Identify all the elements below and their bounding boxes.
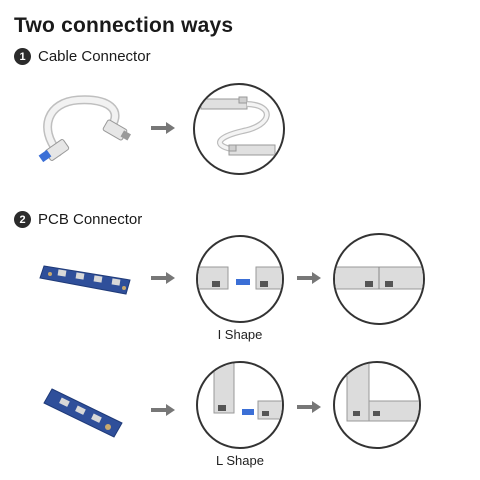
arrow-right-icon	[150, 271, 176, 285]
step-label: Cable Connector	[38, 48, 151, 65]
caption-l-shape: L Shape	[216, 453, 264, 468]
step-label: PCB Connector	[38, 211, 143, 228]
arrow-right-icon	[150, 403, 176, 417]
step-cable-connector: 1 Cable Connector	[14, 48, 151, 65]
cable-connector-image	[28, 88, 138, 173]
page-title: Two connection ways	[14, 14, 234, 37]
pcb-connector-image	[38, 258, 134, 298]
cable-detail-circle	[193, 83, 285, 175]
arrow-right-icon	[150, 121, 176, 135]
arrow-right-icon	[296, 400, 322, 414]
step-number-badge: 2	[14, 211, 31, 228]
l-shape-after-circle	[333, 361, 421, 449]
step-number-badge: 1	[14, 48, 31, 65]
arrow-right-icon	[296, 271, 322, 285]
pcb-connector-image	[42, 385, 126, 441]
l-shape-before-circle	[196, 361, 284, 449]
caption-i-shape: I Shape	[217, 327, 263, 342]
step-pcb-connector: 2 PCB Connector	[14, 211, 142, 228]
i-shape-before-circle	[196, 235, 284, 323]
i-shape-after-circle	[333, 233, 425, 325]
